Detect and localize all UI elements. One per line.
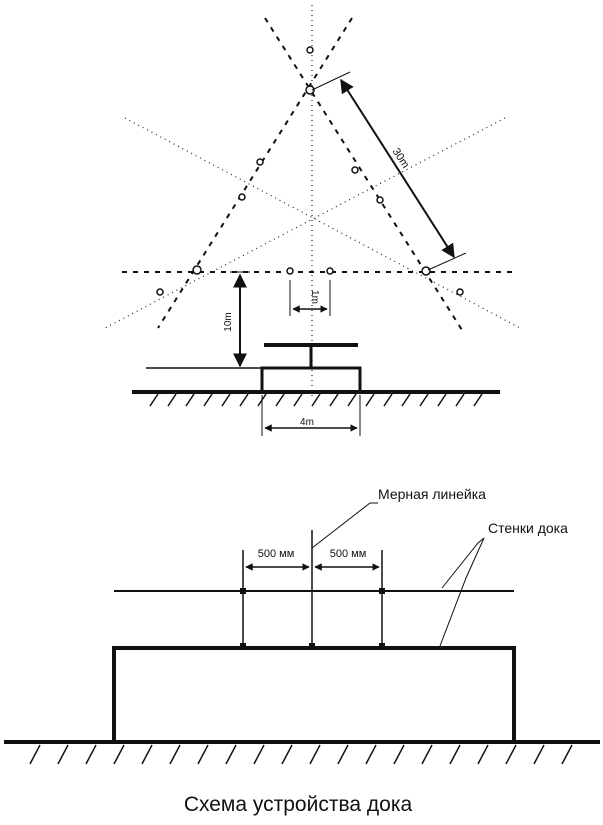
- survey-point: [305, 85, 315, 95]
- survey-point: [376, 196, 384, 204]
- survey-point: [156, 288, 164, 296]
- survey-point: [421, 266, 431, 276]
- guide-line: [104, 117, 506, 329]
- survey-point: [286, 267, 294, 275]
- extension-line: [427, 252, 467, 271]
- walls-leader: [439, 537, 485, 647]
- guide-lines: [104, 5, 521, 400]
- survey-point: [306, 46, 314, 54]
- dock-frame: [260, 366, 362, 392]
- ground-hatching: [29, 744, 573, 765]
- survey-point: [351, 166, 359, 174]
- ground-hatching: [149, 393, 483, 407]
- dimension-label-500mm-left: 500 мм: [258, 548, 295, 560]
- leader-lines: [311, 502, 485, 647]
- dimension-arrow: [340, 78, 455, 259]
- sight-line: [264, 17, 463, 331]
- ruler-stand: [264, 343, 358, 368]
- survey-point: [192, 265, 202, 275]
- dimension-10m: [230, 271, 250, 368]
- dock-walls: [146, 366, 362, 392]
- bottom-scheme: 500 мм 500 мм Мерная линейка Стенки дока: [4, 486, 600, 765]
- dimension-4m: [261, 395, 361, 436]
- top-scheme: 30m 10m 1m: [104, 5, 521, 436]
- guide-line: [124, 117, 521, 329]
- dimension-1m: [289, 280, 331, 316]
- dimension-30m: [311, 71, 467, 271]
- ruler-posts: [242, 530, 383, 646]
- ruler-leader: [311, 502, 378, 549]
- measuring-ruler-label: Мерная линейка: [378, 486, 486, 502]
- survey-point: [238, 193, 246, 201]
- survey-point: [256, 158, 264, 166]
- sight-lines: [122, 17, 512, 331]
- ground: [132, 390, 500, 407]
- survey-point: [326, 267, 334, 275]
- extension-line: [311, 71, 351, 91]
- ground: [4, 740, 600, 765]
- ruler-post-markers: [240, 588, 385, 649]
- sight-line: [157, 17, 353, 329]
- dimension-label-1m: 1m: [309, 290, 320, 304]
- dock-frame: [112, 646, 516, 742]
- dock-walls-label: Стенки дока: [488, 520, 568, 536]
- dimension-label-30m: 30m: [390, 146, 412, 170]
- dimension-label-500mm-right: 500 мм: [330, 548, 367, 560]
- dimension-label-10m: 10m: [223, 312, 234, 331]
- survey-point: [456, 288, 464, 296]
- diagram-caption: Схема устройства дока: [184, 793, 413, 816]
- walls-leader: [441, 537, 485, 589]
- dimension-label-4m: 4m: [300, 417, 314, 428]
